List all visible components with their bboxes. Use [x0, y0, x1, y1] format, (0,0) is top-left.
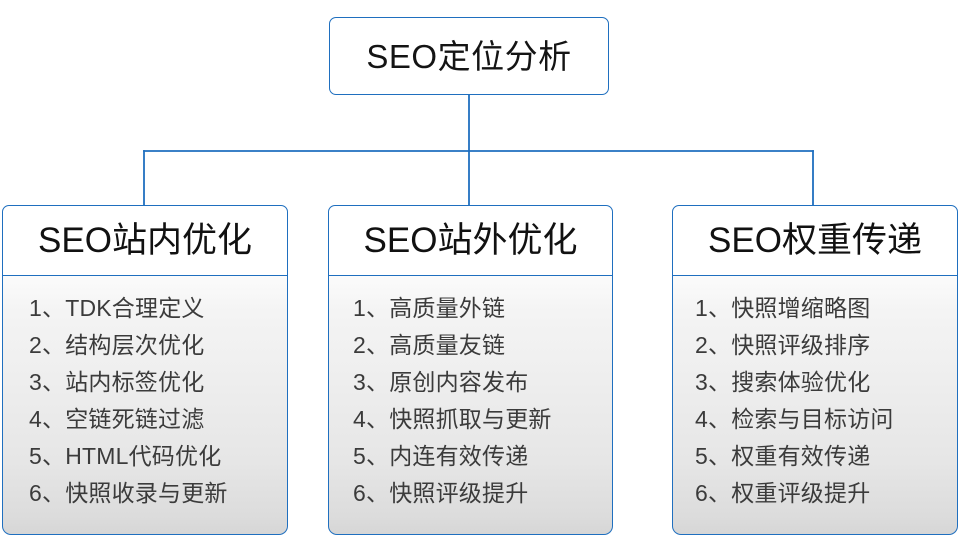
list-item: 6、快照收录与更新	[29, 480, 228, 506]
list-item: 2、快照评级排序	[695, 332, 871, 358]
branch-header-label-2: SEO站外优化	[363, 221, 578, 260]
list-item: 5、权重有效传递	[695, 443, 871, 469]
list-item: 3、原创内容发布	[353, 369, 529, 395]
branch-body-1: 1、TDK合理定义 2、结构层次优化 3、站内标签优化 4、空链死链过滤 5、H…	[2, 276, 288, 535]
list-item: 2、高质量友链	[353, 332, 506, 358]
list-item: 5、HTML代码优化	[29, 443, 222, 469]
list-item: 1、TDK合理定义	[29, 295, 205, 321]
list-item: 4、检索与目标访问	[695, 406, 894, 432]
list-item: 4、快照抓取与更新	[353, 406, 552, 432]
branch-column-1: SEO站内优化 1、TDK合理定义 2、结构层次优化 3、站内标签优化 4、空链…	[2, 205, 288, 535]
root-node[interactable]: SEO定位分析	[329, 17, 609, 95]
list-item: 6、快照评级提升	[353, 480, 529, 506]
list-item: 2、结构层次优化	[29, 332, 205, 358]
list-item: 5、内连有效传递	[353, 443, 529, 469]
list-item: 3、搜索体验优化	[695, 369, 871, 395]
list-item: 6、权重评级提升	[695, 480, 871, 506]
list-item: 4、空链死链过滤	[29, 406, 205, 432]
branch-body-3: 1、快照增缩略图 2、快照评级排序 3、搜索体验优化 4、检索与目标访问 5、权…	[672, 276, 958, 535]
branch-body-2: 1、高质量外链 2、高质量友链 3、原创内容发布 4、快照抓取与更新 5、内连有…	[328, 276, 613, 535]
list-item: 1、快照增缩略图	[695, 295, 871, 321]
branch-column-2: SEO站外优化 1、高质量外链 2、高质量友链 3、原创内容发布 4、快照抓取与…	[328, 205, 613, 535]
root-node-label: SEO定位分析	[366, 37, 572, 75]
branch-column-3: SEO权重传递 1、快照增缩略图 2、快照评级排序 3、搜索体验优化 4、检索与…	[672, 205, 958, 535]
branch-header-1[interactable]: SEO站内优化	[2, 205, 288, 276]
list-item: 1、高质量外链	[353, 295, 506, 321]
branch-header-2[interactable]: SEO站外优化	[328, 205, 613, 276]
branch-header-3[interactable]: SEO权重传递	[672, 205, 958, 276]
branch-header-label-3: SEO权重传递	[708, 221, 922, 260]
list-item: 3、站内标签优化	[29, 369, 205, 395]
branch-header-label-1: SEO站内优化	[38, 221, 252, 260]
